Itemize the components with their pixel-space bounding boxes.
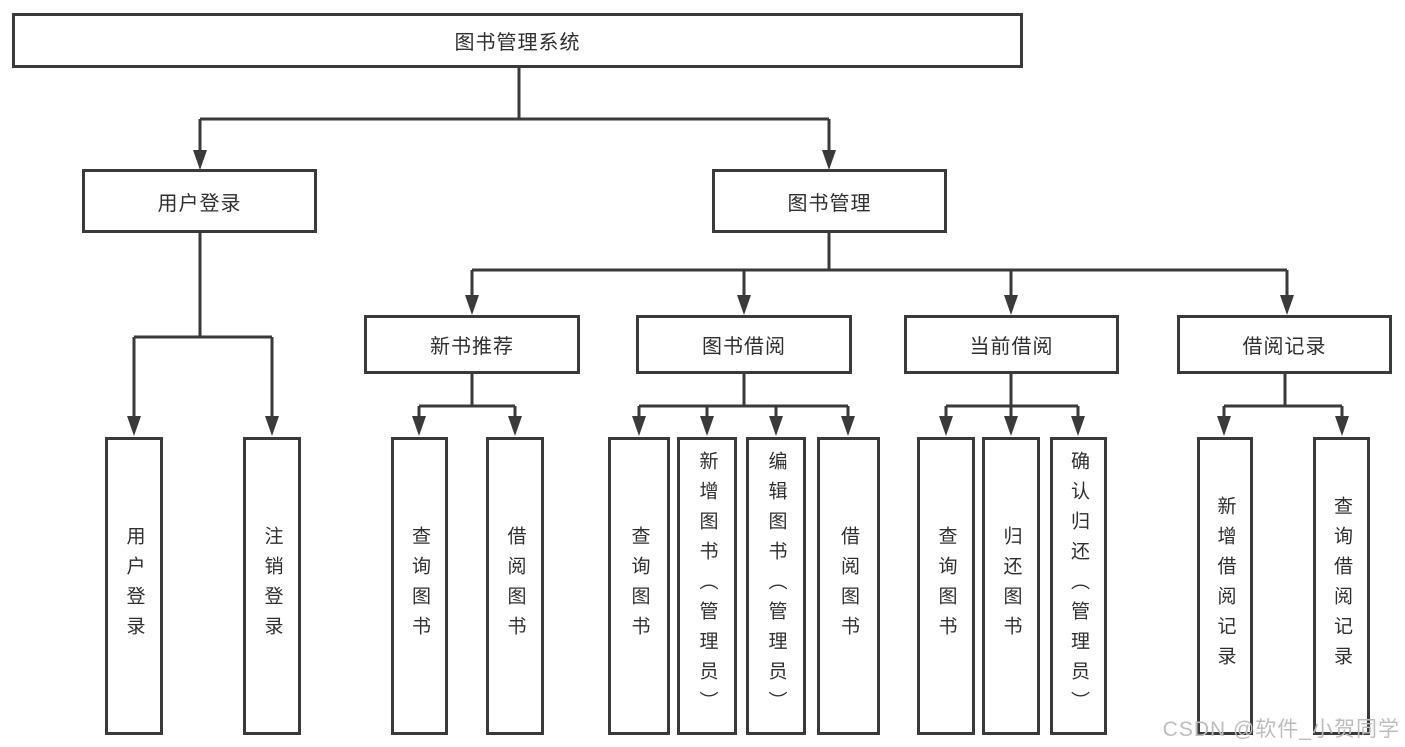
leaf-query-books-current: 查询图书 xyxy=(917,437,975,735)
leaf-query-books-borrowing: 查询图书 xyxy=(608,437,670,735)
node-root: 图书管理系统 xyxy=(12,13,1023,68)
leaf-edit-book-admin: 编辑图书（管理员） xyxy=(746,437,806,735)
leaf-logout: 注销登录 xyxy=(243,437,301,735)
leaf-user-login: 用户登录 xyxy=(105,437,163,735)
node-new-book-recommend: 新书推荐 xyxy=(364,315,580,374)
leaf-return-books: 归还图书 xyxy=(982,437,1040,735)
leaf-query-books-recommend: 查询图书 xyxy=(391,437,448,735)
node-current-borrowing: 当前借阅 xyxy=(904,315,1119,374)
leaf-borrow-books-recommend: 借阅图书 xyxy=(486,437,544,735)
leaf-query-borrow-record: 查询借阅记录 xyxy=(1313,437,1370,735)
node-borrowing-records: 借阅记录 xyxy=(1177,315,1392,374)
leaf-add-borrow-record: 新增借阅记录 xyxy=(1197,437,1253,735)
leaf-add-book-admin: 新增图书（管理员） xyxy=(677,437,737,735)
csdn-watermark: CSDN @软件_小贺同学 xyxy=(1162,718,1400,741)
leaf-borrow-books-borrowing: 借阅图书 xyxy=(817,437,880,735)
node-book-borrowing: 图书借阅 xyxy=(636,315,852,374)
node-book-management: 图书管理 xyxy=(712,169,947,233)
node-user-login-branch: 用户登录 xyxy=(82,169,317,233)
leaf-confirm-return-admin: 确认归还（管理员） xyxy=(1050,437,1107,735)
